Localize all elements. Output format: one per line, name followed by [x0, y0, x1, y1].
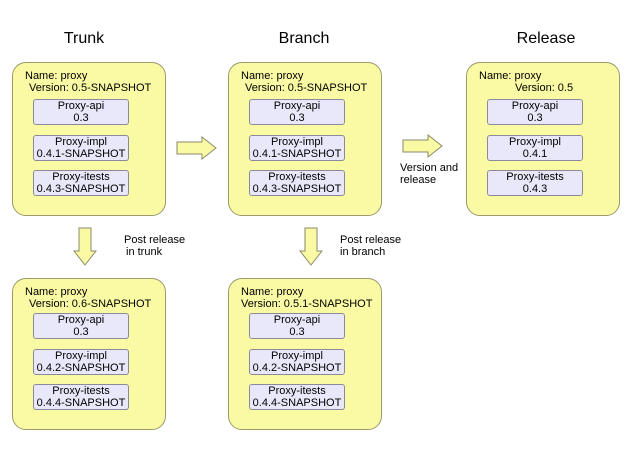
module-name: Proxy-impl [55, 136, 107, 148]
module-proxy-impl: Proxy-impl 0.4.1-SNAPSHOT [249, 135, 345, 161]
project-name: Name: proxy [241, 286, 304, 298]
module-proxy-itests: Proxy-itests 0.4.3-SNAPSHOT [33, 170, 129, 196]
module-name: Proxy-impl [271, 136, 323, 148]
note-line: Post release [340, 234, 402, 246]
note-post-release-trunk: Post release in trunk [124, 234, 185, 258]
module-version: 0.3 [527, 111, 543, 124]
right-arrow-branch-to-release [402, 134, 443, 158]
module-name: Proxy-impl [271, 350, 323, 362]
module-version: 0.3 [289, 325, 305, 338]
project-version: Version: 0.5 [515, 82, 574, 94]
module-name: Proxy-api [57, 314, 105, 326]
module-name: Proxy-api [273, 314, 321, 326]
project-name: Name: proxy [479, 70, 542, 82]
module-version: 0.4.4-SNAPSHOT [252, 396, 342, 409]
module-version: 0.4.3-SNAPSHOT [36, 182, 126, 195]
project-version: Version: 0.6-SNAPSHOT [29, 298, 152, 310]
column-title-trunk: Trunk [63, 30, 105, 47]
module-version: 0.4.2-SNAPSHOT [252, 361, 342, 374]
module-proxy-itests: Proxy-itests 0.4.4-SNAPSHOT [249, 384, 345, 410]
module-version: 0.4.2-SNAPSHOT [36, 361, 126, 374]
note-line: Version and [400, 162, 459, 174]
project-box-release: Name: proxy Version: 0.5 Proxy-api 0.3 P… [466, 62, 620, 216]
module-name: Proxy-impl [55, 350, 107, 362]
project-name: Name: proxy [241, 70, 304, 82]
module-proxy-api: Proxy-api 0.3 [33, 99, 129, 125]
module-version: 0.4.3 [522, 182, 548, 195]
module-version: 0.4.4-SNAPSHOT [36, 396, 126, 409]
module-proxy-itests: Proxy-itests 0.4.4-SNAPSHOT [33, 384, 129, 410]
module-proxy-api: Proxy-api 0.3 [33, 313, 129, 339]
module-name: Proxy-impl [509, 136, 561, 148]
note-version-and-release: Version and release [400, 162, 458, 186]
module-version: 0.3 [73, 325, 89, 338]
module-name: Proxy-api [511, 100, 559, 112]
project-version: Version: 0.5-SNAPSHOT [245, 82, 368, 94]
module-name: Proxy-itests [52, 171, 110, 183]
module-name: Proxy-itests [268, 171, 326, 183]
module-name: Proxy-api [57, 100, 105, 112]
note-line: in branch [340, 246, 386, 258]
module-proxy-impl: Proxy-impl 0.4.1-SNAPSHOT [33, 135, 129, 161]
module-version: 0.4.1-SNAPSHOT [252, 147, 342, 160]
note-line: release [400, 174, 437, 186]
module-proxy-impl: Proxy-impl 0.4.2-SNAPSHOT [249, 349, 345, 375]
column-title-branch: Branch [278, 30, 330, 47]
module-name: Proxy-api [273, 100, 321, 112]
note-post-release-branch: Post release in branch [340, 234, 401, 258]
module-name: Proxy-itests [268, 385, 326, 397]
project-box-post-trunk: Name: proxy Version: 0.6-SNAPSHOT Proxy-… [12, 278, 166, 430]
project-box-branch: Name: proxy Version: 0.5-SNAPSHOT Proxy-… [228, 62, 382, 216]
module-proxy-impl: Proxy-impl 0.4.2-SNAPSHOT [33, 349, 129, 375]
note-line: in trunk [126, 246, 163, 258]
project-version: Version: 0.5-SNAPSHOT [29, 82, 152, 94]
module-version: 0.3 [289, 111, 305, 124]
module-proxy-impl: Proxy-impl 0.4.1 [487, 135, 583, 161]
module-proxy-api: Proxy-api 0.3 [249, 313, 345, 339]
project-version: Version: 0.5.1-SNAPSHOT [241, 298, 373, 310]
module-proxy-api: Proxy-api 0.3 [487, 99, 583, 125]
project-box-trunk: Name: proxy Version: 0.5-SNAPSHOT Proxy-… [12, 62, 166, 216]
down-arrow-post-branch [298, 227, 324, 266]
module-proxy-itests: Proxy-itests 0.4.3-SNAPSHOT [249, 170, 345, 196]
module-name: Proxy-itests [52, 385, 110, 397]
project-box-post-branch: Name: proxy Version: 0.5.1-SNAPSHOT Prox… [228, 278, 382, 430]
module-name: Proxy-itests [506, 171, 564, 183]
column-title-release: Release [516, 30, 576, 47]
module-proxy-api: Proxy-api 0.3 [249, 99, 345, 125]
note-line: Post release [124, 234, 186, 246]
module-proxy-itests: Proxy-itests 0.4.3 [487, 170, 583, 196]
module-version: 0.4.3-SNAPSHOT [252, 182, 342, 195]
right-arrow-trunk-to-branch [176, 136, 217, 160]
module-version: 0.4.1-SNAPSHOT [36, 147, 126, 160]
module-version: 0.4.1 [522, 147, 548, 160]
project-name: Name: proxy [25, 70, 88, 82]
down-arrow-post-trunk [72, 227, 98, 266]
module-version: 0.3 [73, 111, 89, 124]
project-name: Name: proxy [25, 286, 88, 298]
